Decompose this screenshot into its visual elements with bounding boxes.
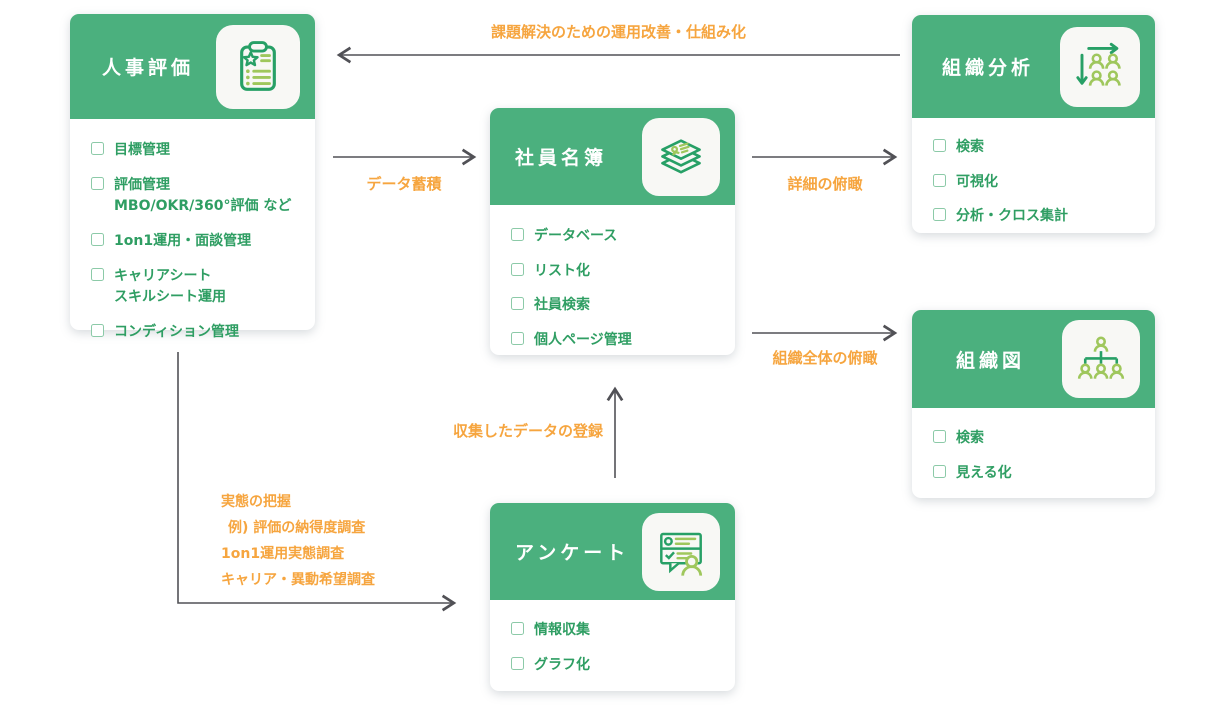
survey-purpose-line: 実態の把握 (221, 494, 291, 510)
checklist-item-label: キャリアシート (114, 267, 212, 284)
checkbox-icon (91, 324, 104, 338)
people-matrix-icon (1060, 26, 1140, 107)
checkbox-icon (511, 332, 524, 346)
checklist-item: 分析・クロス集計 (933, 206, 1139, 228)
checklist-item: リスト化 (511, 261, 719, 283)
checkbox-icon (511, 656, 524, 670)
checkbox-icon (933, 139, 946, 152)
survey-icon (642, 512, 720, 591)
checkbox-icon (511, 622, 524, 635)
checklist-item: 目標管理 (91, 140, 299, 162)
checklist-item: 検索 (933, 137, 1139, 159)
checklist-item-label: 検索 (956, 139, 984, 155)
checklist-item: 検索 (933, 428, 1139, 450)
card-org-chart-title: 組織図 (956, 349, 1026, 372)
checkbox-icon (933, 173, 946, 187)
card-org-analysis-header: 組織分析 (912, 15, 1155, 118)
arrow-hr-evaluation-to-survey (177, 352, 457, 612)
checklist-item: 可視化 (933, 172, 1139, 194)
org-tree-icon (1062, 320, 1140, 398)
card-survey: アンケート (490, 503, 735, 691)
checklist-item-label: 目標管理 (114, 142, 170, 158)
flow-label-detail-overview: 詳細の俯瞰 (787, 175, 863, 193)
checkbox-icon (91, 233, 104, 247)
checklist-item-label: 見える化 (956, 464, 1012, 481)
checklist-item: グラフ化 (511, 655, 719, 677)
checklist-item: 個人ページ管理 (511, 330, 719, 352)
card-org-analysis-title: 組織分析 (942, 57, 1035, 79)
card-employee-roster: 社員名簿 データベース (490, 108, 735, 355)
checklist-item: 社員検索 (511, 295, 719, 317)
flow-label-register-collected-data: 収集したデータの登録 (452, 422, 603, 440)
checklist-item-label: 分析・クロス集計 (956, 208, 1068, 225)
checkbox-icon (91, 267, 104, 281)
checklist-item-label: 可視化 (956, 173, 998, 190)
card-survey-header: アンケート (490, 503, 735, 600)
card-hr-evaluation-title: 人事評価 (102, 57, 195, 79)
checkbox-icon (933, 430, 946, 443)
card-org-chart-header: 組織図 (912, 310, 1155, 408)
checklist-item-label: 1on1運用・面談管理 (114, 233, 252, 250)
checklist-item-label: グラフ化 (534, 656, 590, 673)
card-org-analysis: 組織分析 (912, 15, 1155, 233)
checkbox-icon (91, 142, 104, 155)
flow-label-improvement: 課題解決のための運用改善・仕組み化 (490, 23, 746, 41)
checklist-item: データベース (511, 226, 719, 248)
flow-label-survey-purpose: 実態の把握 例) 評価の納得度調査 1on1運用実態調査 キャリア・異動希望調査 (221, 489, 375, 593)
clipboard-star-icon (216, 24, 300, 109)
checkbox-icon (933, 208, 946, 222)
flow-label-data-accumulation: データ蓄積 (366, 175, 442, 193)
checkbox-icon (511, 262, 524, 276)
card-employee-roster-title: 社員名簿 (515, 147, 608, 169)
survey-purpose-line: 例) 評価の納得度調査 (228, 520, 366, 536)
checkbox-icon (91, 176, 104, 190)
checklist-item-label: 検索 (956, 430, 984, 446)
checklist-item: コンディション管理 (91, 322, 299, 344)
checklist-item-label: 情報収集 (534, 622, 590, 638)
checkbox-icon (933, 464, 946, 478)
checklist-item: 1on1運用・面談管理 (91, 231, 299, 253)
checklist-item-label: コンディション管理 (114, 324, 240, 341)
checklist-item: キャリアシート スキルシート運用 (91, 266, 299, 309)
card-stack-icon (642, 117, 720, 196)
checklist-item-label: 個人ページ管理 (534, 332, 632, 349)
card-hr-evaluation: 人事評価 目標管理 (70, 14, 315, 340)
survey-purpose-line: 1on1運用実態調査 (221, 546, 345, 562)
checklist-item-label: 評価管理 (114, 176, 170, 193)
checklist-item-subline: MBO/OKR/360°評価 など (114, 198, 292, 215)
card-hr-evaluation-header: 人事評価 (70, 14, 315, 119)
checklist-item-label: 社員検索 (534, 297, 590, 314)
card-survey-title: アンケート (515, 542, 630, 564)
checklist-item-label: リスト化 (534, 262, 590, 279)
card-org-chart: 組織図 検索 (912, 310, 1155, 498)
checklist-item-subline: スキルシート運用 (114, 289, 226, 306)
checkbox-icon (511, 228, 524, 241)
flow-label-org-overview: 組織全体の俯瞰 (772, 349, 878, 367)
checklist-item: 評価管理 MBO/OKR/360°評価 など (91, 175, 299, 218)
checklist-item: 情報収集 (511, 620, 719, 642)
checkbox-icon (511, 297, 524, 311)
checklist-item-label: データベース (534, 228, 618, 244)
card-employee-roster-header: 社員名簿 (490, 108, 735, 205)
checklist-item: 見える化 (933, 463, 1139, 485)
survey-purpose-line: キャリア・異動希望調査 (221, 572, 375, 588)
